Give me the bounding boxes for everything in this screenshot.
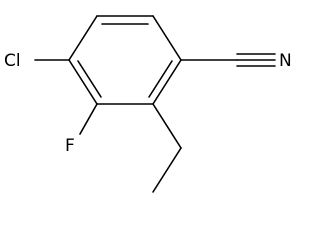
ring-bond-c6-c1	[68, 15, 98, 61]
bond-ring-to-fluorine	[79, 103, 98, 135]
ring-bond-c3-c4	[152, 59, 182, 105]
ring-inner-bond-c3-c4	[148, 60, 173, 98]
ring-bond-c2-c3	[152, 15, 182, 61]
ring-bond-c5-c6	[68, 59, 98, 105]
ring-inner-bond-c5-c6	[77, 60, 102, 98]
bond-ring-to-ethyl-ch2	[152, 103, 182, 149]
atom-label-fluorine: F	[65, 136, 75, 156]
structure-diagram: Cl F N	[4, 15, 292, 193]
bond-ethyl-ch2-to-ch3	[152, 147, 182, 193]
atom-label-nitrogen: N	[279, 51, 292, 71]
atom-label-chlorine: Cl	[4, 51, 21, 71]
